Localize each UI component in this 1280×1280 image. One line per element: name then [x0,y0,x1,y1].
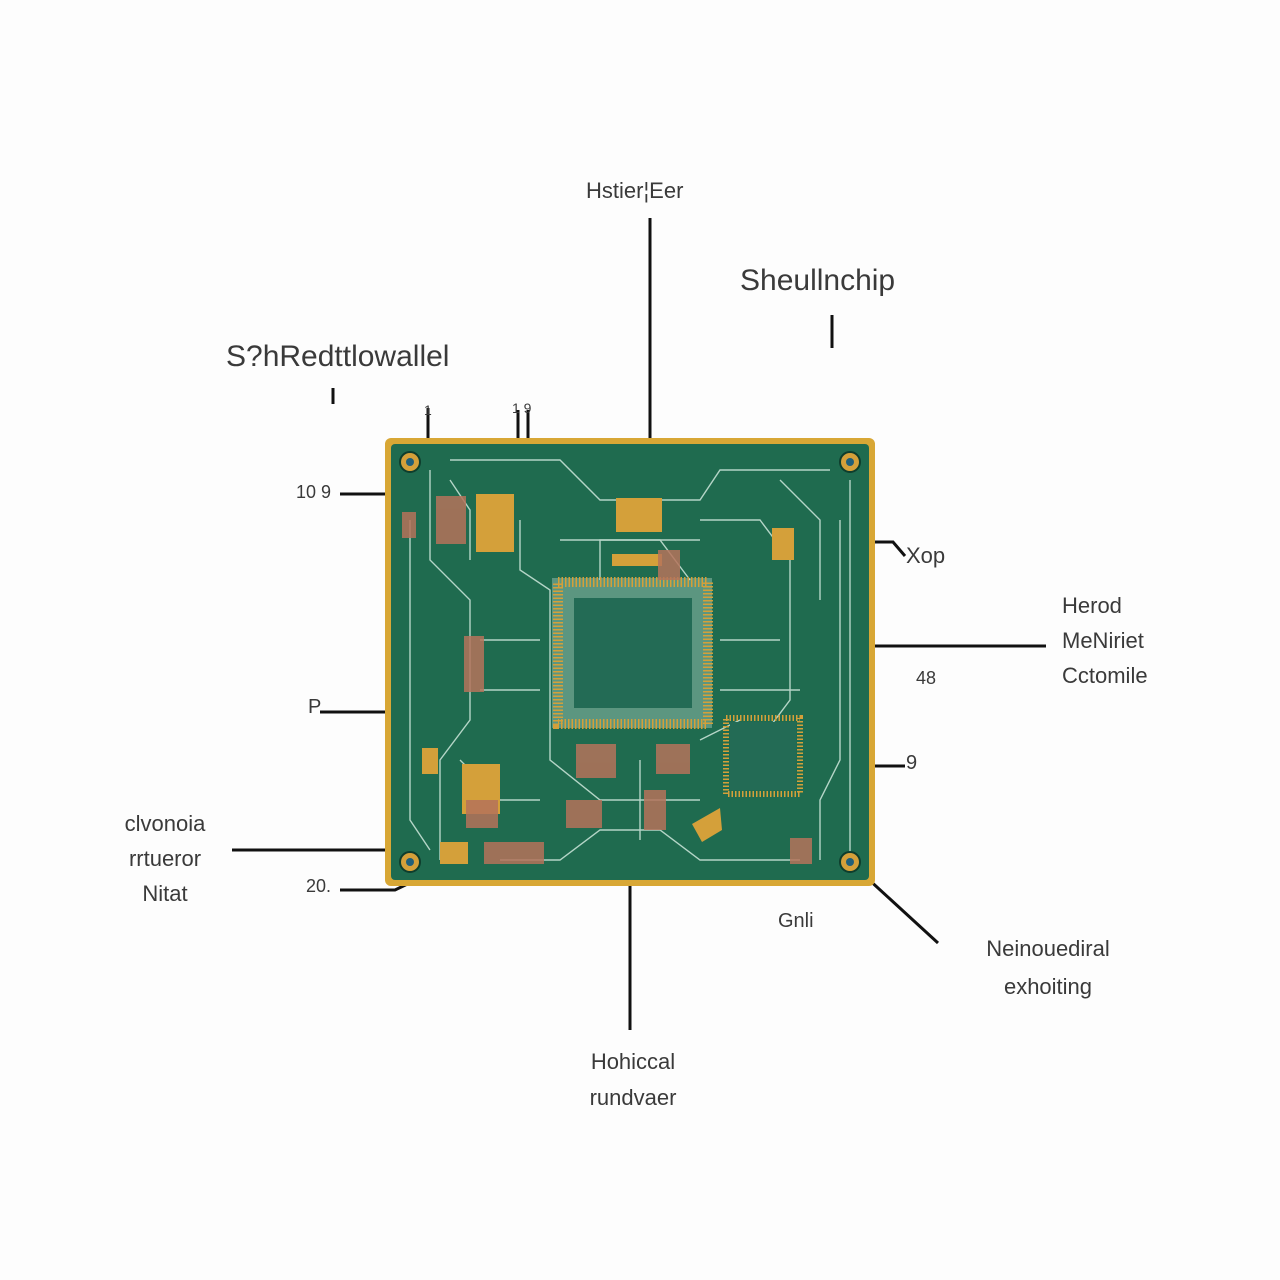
label-bottom-right: Neinouediral exhoiting [950,930,1146,1006]
label-left-line-2: rrtueror [128,846,202,871]
main-processor-chip [552,577,713,729]
label-bottom-right-line-1: Neinouediral [986,936,1110,961]
label-top-right: Sheullnchip [740,264,896,297]
component-arrays [402,496,812,864]
label-bottom-center-line-2: rundvaer [589,1085,677,1110]
label-bottom-center: Hohiccal rundvaer [560,1044,706,1116]
label-gnli: Gnli [778,910,814,932]
circuit-board [385,438,875,886]
label-48: 48 [916,668,937,688]
label-right-line-3: Cctomile [1062,663,1148,688]
label-10-9: 10 9 [296,482,332,502]
label-p: P [308,696,322,718]
label-left-block: clvonoia rrtueror Nitat [100,806,230,911]
secondary-chip [723,715,803,797]
label-20: 20. [306,876,332,896]
label-top-center: Hstier¦Eer [586,178,684,203]
label-bottom-right-line-2: exhoiting [1003,974,1093,999]
label-right-line-2: MeNiriet [1062,628,1144,653]
label-bottom-center-line-1: Hohiccal [590,1049,676,1074]
label-left-line-3: Nitat [142,881,188,906]
label-xop: Xop [906,543,946,568]
label-pin-1-9: 1 9 [512,400,532,416]
label-right-block: Herod MeNiriet Cctomile [1062,588,1148,693]
label-9: 9 [906,752,918,774]
label-left-line-1: clvonoia [124,811,206,836]
label-right-line-1: Herod [1062,593,1122,618]
label-top-left: S?hRedttlowallel [226,340,450,373]
label-pin-1: 1 [424,402,432,418]
